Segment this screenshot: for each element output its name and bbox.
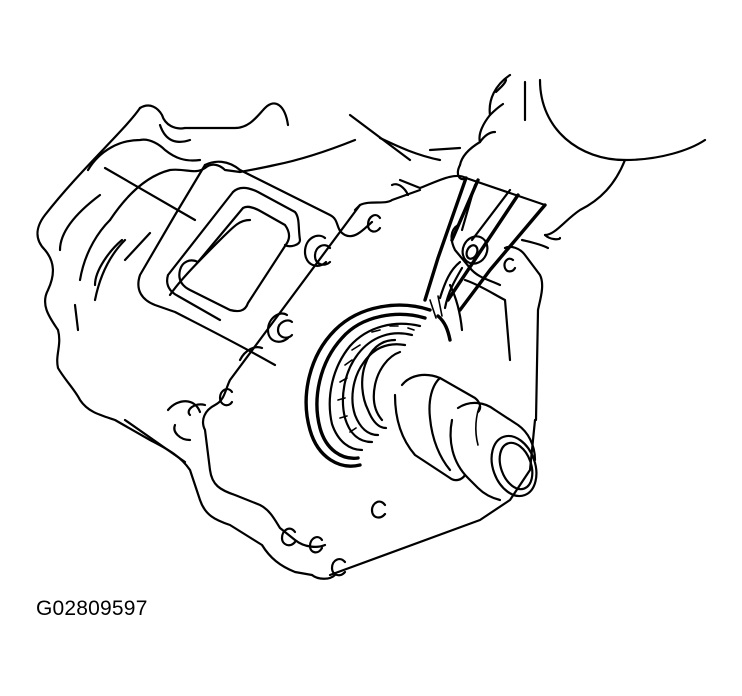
transmission-case (36, 102, 544, 580)
output-shaft (393, 373, 538, 502)
snap-ring (436, 314, 452, 342)
figure-id-caption: G02809597 (36, 597, 148, 620)
bearing (304, 303, 432, 468)
hand (348, 73, 707, 250)
snap-ring-pliers (423, 176, 547, 319)
